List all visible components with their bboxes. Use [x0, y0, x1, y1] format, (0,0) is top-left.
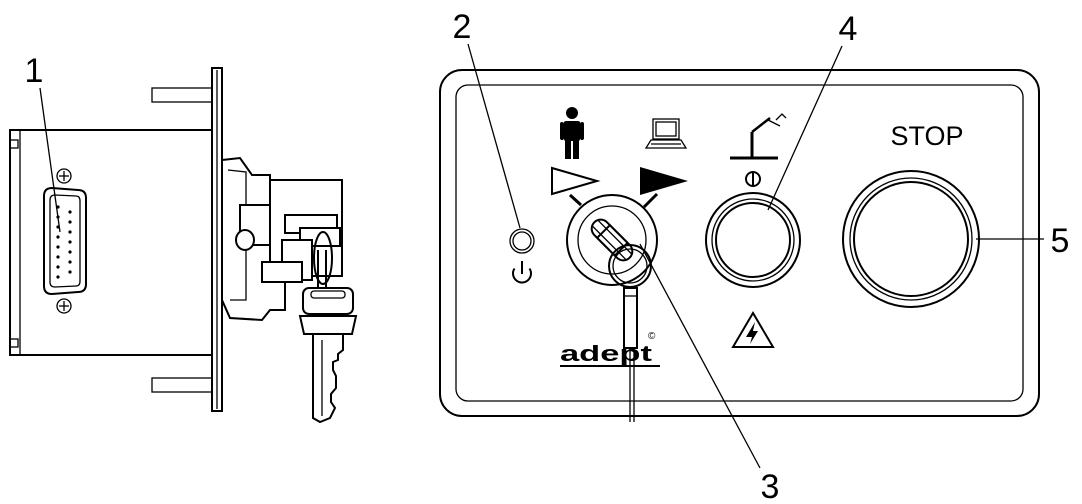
mode-keyswitch[interactable]: [566, 194, 658, 422]
connector-pin: [68, 250, 72, 254]
panel-inner: [455, 84, 1024, 402]
auto-mode-arrow-icon: [640, 167, 688, 195]
connector-pin: [56, 235, 60, 239]
side-view: [9, 67, 358, 424]
robot-arm-icon: [730, 113, 787, 160]
robot-power-button[interactable]: [705, 192, 801, 288]
connector-pin: [56, 245, 60, 249]
key-icon: [298, 231, 358, 424]
svg-text:©: ©: [648, 331, 656, 342]
callouts: 1 2 3 4 5: [25, 8, 1070, 504]
callout-3: 3: [761, 468, 780, 504]
callout-4: 4: [839, 10, 858, 48]
connector-pin: [68, 240, 72, 244]
callout-1: 1: [25, 52, 44, 90]
connector-pin: [68, 220, 72, 224]
connector-pin: [56, 255, 60, 259]
panel-outer: [439, 69, 1040, 417]
stop-label: STOP: [890, 121, 963, 151]
mounting-stud-top: [151, 87, 215, 103]
power-symbol-icon: [512, 261, 532, 284]
callout-5: 5: [1051, 222, 1070, 260]
mounting-stud-bottom: [151, 377, 215, 393]
callout-2: 2: [453, 8, 472, 46]
side-housing: [9, 129, 216, 356]
db-connector-icon: [43, 168, 87, 314]
computer-icon: [644, 118, 688, 149]
on-symbol-icon: [745, 171, 761, 187]
person-icon: [560, 107, 584, 159]
power-indicator-led: [509, 228, 535, 254]
front-panel: adept © STOP: [439, 69, 1040, 422]
adept-logo: adept ©: [560, 331, 660, 367]
connector-pin: [68, 210, 72, 214]
svg-text:adept: adept: [560, 341, 653, 366]
connector-pin: [56, 265, 60, 269]
connector-pin: [68, 270, 72, 274]
connector-pin: [68, 260, 72, 264]
manual-mode-arrow-icon: [551, 166, 601, 196]
keyswitch-side: [221, 156, 343, 322]
high-voltage-warning-icon: [731, 311, 775, 348]
stop-button[interactable]: [842, 170, 980, 308]
connector-pin: [68, 230, 72, 234]
connector-pin: [56, 275, 60, 279]
